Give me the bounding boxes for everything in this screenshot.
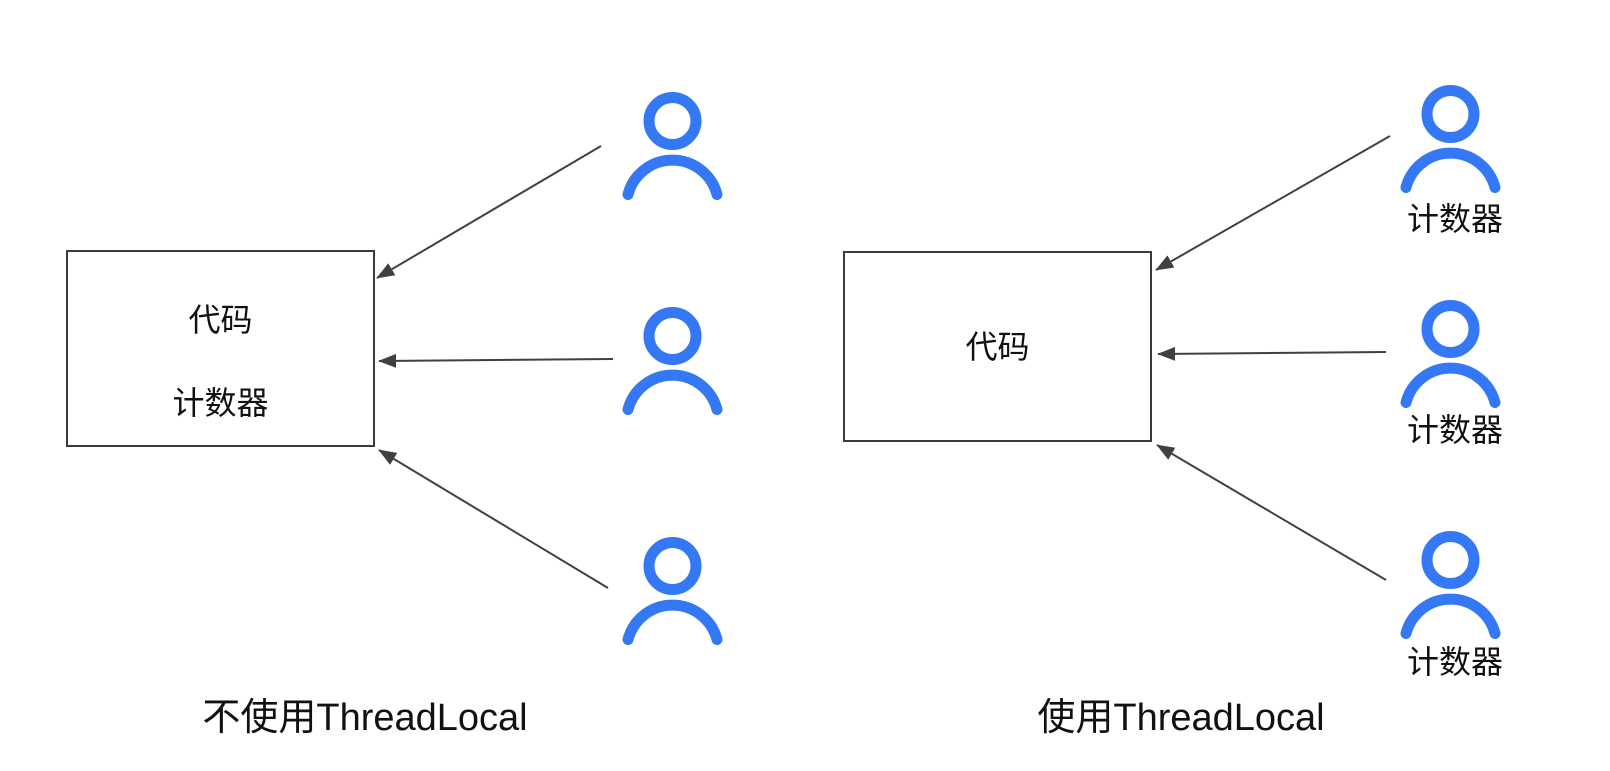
right-code-box: 代码 bbox=[843, 251, 1152, 442]
right-thread-2 bbox=[1398, 296, 1503, 408]
arrow-right-thread1-to-box bbox=[1155, 135, 1391, 271]
right-thread-3 bbox=[1398, 527, 1503, 639]
left-thread-2 bbox=[620, 303, 725, 415]
user-icon bbox=[1400, 531, 1501, 639]
arrow-right-thread3-to-box bbox=[1156, 444, 1387, 581]
left-code-box-label: 代码 bbox=[188, 302, 253, 338]
right-thread-2-counter-label: 计数器 bbox=[1406, 412, 1503, 448]
left-caption: 不使用ThreadLocal bbox=[202, 697, 528, 739]
arrow-left-thread3-to-box bbox=[378, 449, 609, 589]
left-thread-1 bbox=[620, 88, 725, 200]
user-icon bbox=[622, 92, 723, 200]
left-code-box: 代码 计数器 bbox=[66, 250, 375, 447]
arrow-right-thread2-to-box bbox=[1157, 346, 1387, 361]
user-icon bbox=[1400, 300, 1501, 408]
left-thread-3 bbox=[620, 533, 725, 645]
arrow-left-thread1-to-box bbox=[376, 145, 602, 279]
right-thread-1-counter-label: 计数器 bbox=[1406, 201, 1503, 237]
user-icon bbox=[622, 537, 723, 645]
left-counter-label: 计数器 bbox=[172, 385, 269, 421]
user-icon bbox=[622, 307, 723, 415]
user-icon bbox=[1400, 85, 1501, 193]
right-thread-1 bbox=[1398, 81, 1503, 193]
right-caption: 使用ThreadLocal bbox=[1037, 697, 1325, 739]
right-code-box-label: 代码 bbox=[965, 329, 1030, 365]
arrow-left-thread2-to-box bbox=[378, 353, 614, 368]
right-thread-3-counter-label: 计数器 bbox=[1406, 644, 1503, 680]
